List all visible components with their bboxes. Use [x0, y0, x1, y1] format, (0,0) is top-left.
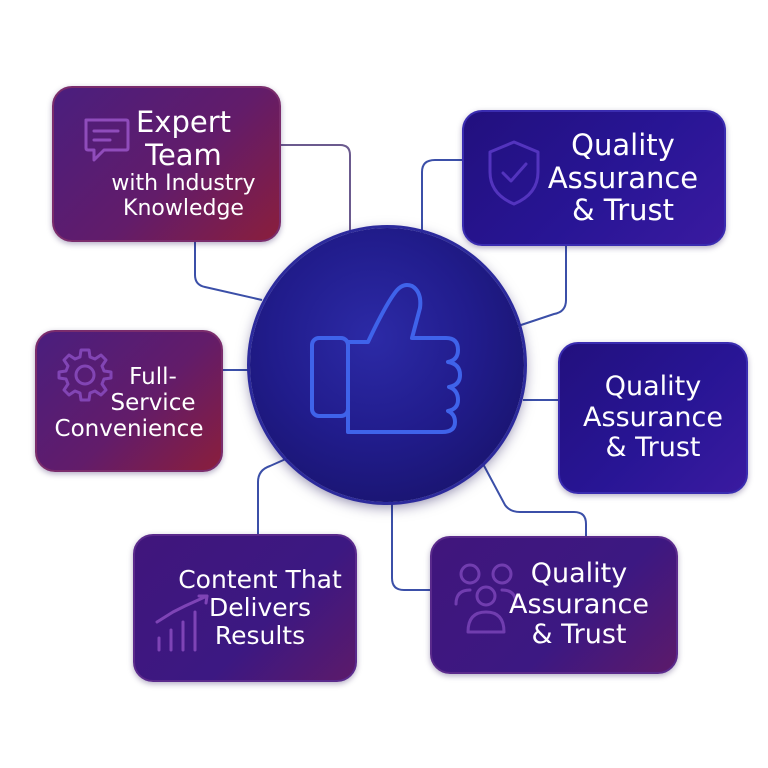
- card-quality-1[interactable]: Quality Assurance & Trust: [462, 110, 726, 246]
- card-text-line: Assurance: [583, 401, 723, 433]
- card-quality-3[interactable]: Quality Assurance & Trust: [430, 536, 678, 674]
- connector-expert-team-lower: [194, 240, 263, 301]
- card-text-line: with Industry: [111, 170, 256, 196]
- card-expert-team[interactable]: Expert Team with Industry Knowledge: [52, 86, 281, 242]
- card-text-line: Full-: [129, 364, 177, 391]
- card-text-line: Knowledge: [123, 195, 244, 221]
- connector-quality-1: [421, 159, 465, 236]
- card-text-line: Content That: [178, 564, 342, 594]
- card-text-line: Quality: [604, 371, 702, 403]
- bar-chart-icon: [155, 594, 209, 652]
- card-content-results-label: Content That Delivers Results: [178, 564, 342, 651]
- card-text-line: Assurance: [509, 588, 649, 620]
- connector-quality-3: [391, 500, 432, 591]
- card-text-line: Delivers: [208, 592, 311, 622]
- card-text-line: & Trust: [531, 619, 627, 651]
- card-quality-2[interactable]: Quality Assurance & Trust: [558, 342, 748, 494]
- card-full-service-label: Full- Service Convenience: [55, 364, 204, 442]
- card-text-line: & Trust: [571, 193, 675, 228]
- center-hub: [250, 228, 524, 502]
- card-quality-2-label: Quality Assurance & Trust: [583, 372, 723, 464]
- connector-quality-1-lower: [511, 245, 567, 329]
- gear-icon: [57, 348, 113, 402]
- connector-quality-3-upper: [481, 461, 587, 536]
- card-text-line: Quality: [571, 127, 675, 162]
- card-text-line: Quality: [530, 558, 628, 590]
- card-text-line: Expert: [135, 105, 231, 140]
- card-expert-team-label: Expert Team with Industry Knowledge: [111, 106, 255, 221]
- card-full-service[interactable]: Full- Service Convenience: [35, 330, 223, 472]
- card-text-line: Team: [145, 138, 222, 173]
- shield-check-icon: [488, 140, 540, 206]
- card-text-line: & Trust: [605, 432, 701, 464]
- card-text-line: Results: [214, 621, 306, 651]
- card-content-results[interactable]: Content That Delivers Results: [133, 534, 357, 682]
- connector-expert-team: [280, 144, 351, 236]
- card-text-line: Convenience: [54, 415, 204, 442]
- card-quality-1-label: Quality Assurance & Trust: [548, 129, 698, 227]
- thumbs-up-icon: [310, 283, 462, 434]
- people-icon: [454, 563, 518, 634]
- card-text-line: Service: [110, 390, 196, 416]
- card-text-line: Assurance: [547, 160, 699, 195]
- card-quality-3-label: Quality Assurance & Trust: [509, 559, 649, 651]
- chat-bubble-icon: [84, 118, 130, 162]
- connector-content-results: [257, 457, 289, 534]
